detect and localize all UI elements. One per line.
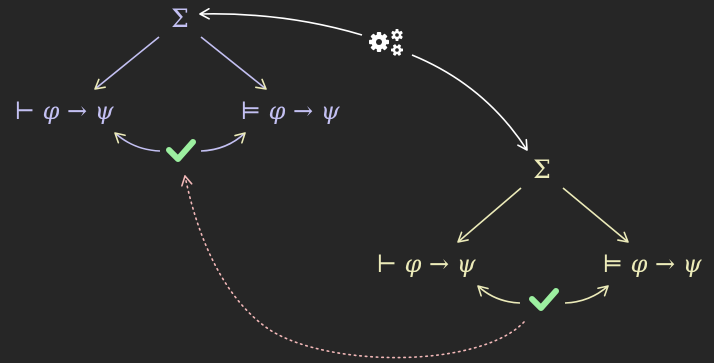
bottom-sigma-to-semantic-arrow [562,187,629,243]
bottom-syntactic-node: ⊢ φ → ψ [376,250,476,278]
bridge [199,7,528,151]
bottom-system: Σ ⊢ φ → ψ ⊨ φ → ψ [376,155,703,311]
top-sigma-to-semantic-arrow [200,36,267,90]
top-semantic-node: ⊨ φ → ψ [240,97,340,125]
bridge-arrow-to-bottom-sigma [411,54,528,151]
bottom-sigma-to-syntactic-arrow [457,187,522,243]
top-sigma-to-syntactic-arrow [94,36,160,90]
top-syntactic-node: ⊢ φ → ψ [14,97,114,125]
bottom-sigma-node: Σ [533,155,551,184]
top-check-to-syntactic-arrow [114,132,161,152]
top-check-icon [166,139,196,162]
bottom-check-to-syntactic-arrow [477,285,521,304]
back-reference-dotted-arrow [181,175,525,359]
top-check-to-semantic-arrow [200,132,246,152]
gears-icon [369,29,403,56]
bridge-arrow-to-top-sigma [199,7,363,36]
bottom-semantic-node: ⊨ φ → ψ [602,250,702,278]
top-system: Σ ⊢ φ → ψ ⊨ φ → ψ [14,4,341,162]
bottom-check-icon [529,288,559,311]
bottom-check-to-semantic-arrow [564,285,609,304]
top-sigma-node: Σ [171,4,189,33]
